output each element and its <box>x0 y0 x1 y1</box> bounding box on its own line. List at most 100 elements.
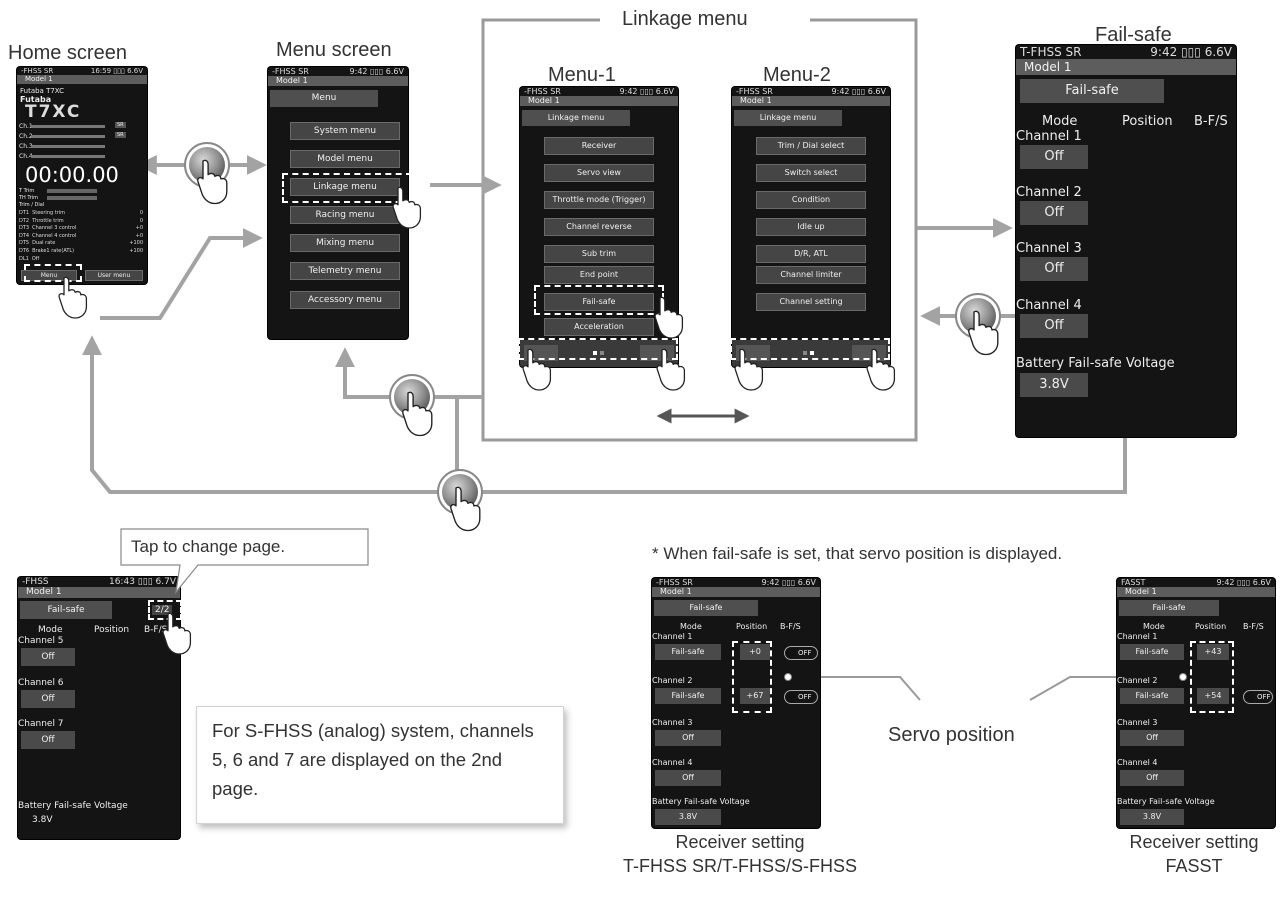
trim-key: DT3 <box>19 225 30 232</box>
sub-trim-button[interactable]: Sub trim <box>544 245 654 263</box>
servo-leader-left <box>791 676 921 701</box>
failsafe-sr-header: Fail-safe <box>654 600 758 616</box>
ch5-mode-button[interactable]: Off <box>21 648 75 666</box>
arrow-back-home <box>82 335 1127 494</box>
trim-name: Off <box>31 255 40 262</box>
menu1-header: Linkage menu <box>522 110 630 126</box>
idle-up-button[interactable]: Idle up <box>756 218 866 236</box>
mixing-menu-button[interactable]: Mixing menu <box>290 234 400 252</box>
menu2-pager-highlight <box>730 338 890 360</box>
ch7-mode-button[interactable]: Off <box>21 731 75 749</box>
channel-reverse-button[interactable]: Channel reverse <box>544 218 654 236</box>
trim-value: 0 <box>139 210 143 216</box>
home-menu-highlight <box>24 264 82 282</box>
trim-value: +0 <box>135 232 143 239</box>
fasst-ch1-mode[interactable]: Fail-safe <box>1120 644 1184 660</box>
channel-setting-button[interactable]: Channel setting <box>756 293 866 311</box>
menu-screen-label: Menu screen <box>276 39 392 61</box>
battery-voltage-button[interactable]: 3.8V <box>1020 373 1088 397</box>
throttle-mode-button[interactable]: Throttle mode (Trigger) <box>544 191 654 209</box>
fail-safe-button[interactable]: Fail-safe <box>544 293 654 311</box>
ch4-mode-button[interactable]: Off <box>1020 314 1088 338</box>
home-timer[interactable]: 00:00.00 <box>25 163 119 187</box>
menu-header: Menu <box>270 90 378 107</box>
rx-type-label-1: T-FHSS SR/T-FHSS/S-FHSS <box>622 856 858 876</box>
sr-ch3-mode[interactable]: Off <box>655 730 721 746</box>
trim-value: +100 <box>129 248 143 254</box>
switch-select-button[interactable]: Switch select <box>756 164 866 182</box>
sr-ch4-mode[interactable]: Off <box>655 770 721 786</box>
trim-name: Channel 4 control <box>32 232 77 239</box>
linkage-menu-highlight <box>282 173 412 203</box>
model-menu-button[interactable]: Model menu <box>290 150 400 168</box>
telemetry-menu-button[interactable]: Telemetry menu <box>290 262 400 280</box>
fasst-ch2-mode[interactable]: Fail-safe <box>1120 688 1184 704</box>
trim-value: +100 <box>129 240 143 247</box>
dr-atl-button[interactable]: D/R, ATL <box>756 245 866 263</box>
condition-button[interactable]: Condition <box>756 191 866 209</box>
callout-bubble <box>120 528 369 595</box>
trim-name: Steering trim <box>32 210 66 216</box>
sr-ch2-mode[interactable]: Fail-safe <box>655 688 721 704</box>
fasst-ch4-mode[interactable]: Off <box>1120 770 1184 786</box>
note-box: For S-FHSS (analog) system, channels 5, … <box>196 706 564 824</box>
menu2-label: Menu-2 <box>763 64 831 86</box>
fasst-ch3-mode[interactable]: Off <box>1120 730 1184 746</box>
ch1-mode-button[interactable]: Off <box>1020 145 1088 169</box>
trim-value: +0 <box>135 225 143 232</box>
system-menu-button[interactable]: System menu <box>290 122 400 140</box>
sr-ch1-mode[interactable]: Fail-safe <box>655 644 721 660</box>
rx-setting-label-1: Receiver setting <box>675 832 805 852</box>
fasst-ch1-position[interactable]: +43 <box>1197 644 1229 660</box>
servo-view-button[interactable]: Servo view <box>544 164 654 182</box>
home-screen-label: Home screen <box>8 42 127 64</box>
end-point-button[interactable]: End point <box>544 266 654 284</box>
servo-leader-dot <box>1179 673 1187 681</box>
trim-key: DT6 <box>19 248 30 254</box>
home-user-menu-button[interactable]: User menu <box>85 270 143 281</box>
sr-ch1-bfs-toggle[interactable]: OFF <box>784 646 818 660</box>
failsafe-p2-header: Fail-safe <box>20 601 112 619</box>
fasst-position-highlight <box>1190 641 1234 713</box>
accessory-menu-button[interactable]: Accessory menu <box>290 291 400 309</box>
page-dot-active <box>593 351 597 355</box>
racing-menu-button[interactable]: Racing menu <box>290 206 400 224</box>
fasst-battery-voltage[interactable]: 3.8V <box>1120 809 1184 825</box>
trim-name: Brake1 rate(ATL) <box>32 248 75 254</box>
channel-limiter-button[interactable]: Channel limiter <box>756 266 866 284</box>
home-model: Model 1 <box>17 75 147 85</box>
t7xc-logo: T7XC <box>25 102 82 122</box>
receiver-button[interactable]: Receiver <box>544 137 654 155</box>
menu1-pager-highlight <box>518 338 678 360</box>
sr-ch2-position[interactable]: +67 <box>740 688 770 704</box>
linkage-menu-label: Linkage menu <box>622 8 748 30</box>
trim-key: DT2 <box>19 217 30 224</box>
sr-ch2-bfs-toggle[interactable]: OFF <box>784 690 818 704</box>
trim-key: DT1 <box>19 210 30 216</box>
fasst-ch2-position[interactable]: +54 <box>1197 688 1229 704</box>
sr-battery-voltage[interactable]: 3.8V <box>655 809 721 825</box>
trim-dial-select-button[interactable]: Trim / Dial select <box>756 137 866 155</box>
trim-name: Dual rate <box>32 240 56 247</box>
ch2-mode-button[interactable]: Off <box>1020 201 1088 225</box>
sr-ch1-position[interactable]: +0 <box>740 644 770 660</box>
ch3-mode-button[interactable]: Off <box>1020 257 1088 281</box>
acceleration-button[interactable]: Acceleration <box>544 318 654 336</box>
rx-type-label-2: FASST <box>1165 856 1223 876</box>
trim-key: DT4 <box>19 232 30 239</box>
failsafe-label: Fail-safe <box>1095 24 1172 46</box>
ch6-mode-button[interactable]: Off <box>21 690 75 708</box>
trim-name: Throttle trim <box>32 217 64 224</box>
page-indicator[interactable]: 2/2 <box>152 605 173 615</box>
fasst-ch2-bfs-toggle[interactable]: OFF <box>1243 690 1273 704</box>
